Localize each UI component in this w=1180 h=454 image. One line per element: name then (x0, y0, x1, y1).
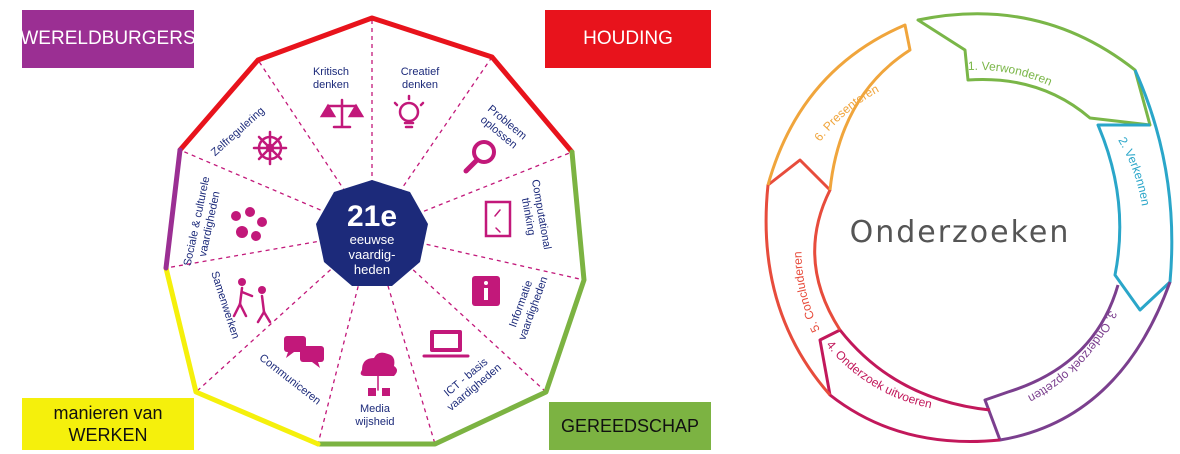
group-label-text-line2: WERKEN (68, 425, 148, 445)
cycle-segment-onderzoek-opzetten (983, 281, 1172, 442)
group-label-text-line1: manieren van (53, 403, 163, 423)
group-label-text: HOUDING (583, 28, 673, 49)
laptop-icon (422, 330, 470, 358)
label-media-wijsheid-1: Media (360, 403, 391, 415)
group-label-text: GEREEDSCHAP (560, 415, 700, 436)
center-line3: vaardig- (349, 247, 396, 262)
center-line2: eeuwse (350, 232, 395, 247)
cycle-step-4: 4. Onderzoek uitvoeren (824, 338, 934, 411)
cycle-segment-verkennen (1096, 69, 1174, 312)
cycle-step-1: 1. Verwonderen (968, 59, 1055, 89)
group-label-text: WERELDBURGERS (20, 28, 196, 49)
center-badge (316, 180, 428, 286)
magnifier-icon (463, 140, 496, 174)
ships-wheel-icon (252, 130, 288, 166)
lightbulb-icon (393, 94, 425, 129)
border-green (315, 149, 587, 447)
label-kritisch-denken-2: denken (313, 79, 349, 91)
group-label-houding: HOUDING (545, 10, 711, 68)
border-red (177, 15, 575, 155)
label-samenwerken: Samenwerken (208, 270, 241, 341)
info-icon (472, 276, 500, 306)
group-label-gereedschap: GEREEDSCHAP (549, 402, 711, 450)
cycle-segment-concluderen (764, 158, 842, 396)
group-people-icon (231, 207, 267, 241)
cycle-step-5: 5. Concluderen (790, 251, 822, 335)
scales-icon (319, 98, 365, 129)
label-creatief-denken-1: Creatief (401, 66, 440, 78)
speech-bubbles-icon (284, 336, 324, 368)
cycle-segment-onderzoek-uitvoeren (818, 328, 1001, 444)
cycle-step-6: 6. Presenteren (811, 82, 881, 144)
center-title: 21e (347, 200, 397, 233)
code-icon (484, 200, 512, 238)
wheel-border (163, 15, 587, 447)
border-yellow (163, 265, 321, 447)
group-label-werken: manieren van WERKEN (22, 398, 194, 450)
cloud-devices-icon (360, 352, 397, 396)
group-label-wereldburgers: WERELDBURGERS (20, 10, 196, 68)
skills-wheel: 21e eeuwse vaardig- heden Kritisch denke… (163, 15, 587, 447)
label-creatief-denken-2: denken (402, 79, 438, 91)
cycle-segment-presenteren (766, 23, 912, 191)
people-collaborating-icon (232, 278, 272, 324)
cycle-title: Onderzoeken (850, 215, 1071, 250)
center-line4: heden (354, 262, 390, 277)
research-cycle: Onderzoeken 1. Verwonderen 2. Verkennen … (764, 12, 1174, 444)
border-purple (163, 147, 183, 271)
label-media-wijsheid-2: wijsheid (354, 416, 394, 428)
label-kritisch-denken-1: Kritisch (313, 66, 349, 78)
cycle-step-2: 2. Verkennen (1115, 134, 1152, 206)
